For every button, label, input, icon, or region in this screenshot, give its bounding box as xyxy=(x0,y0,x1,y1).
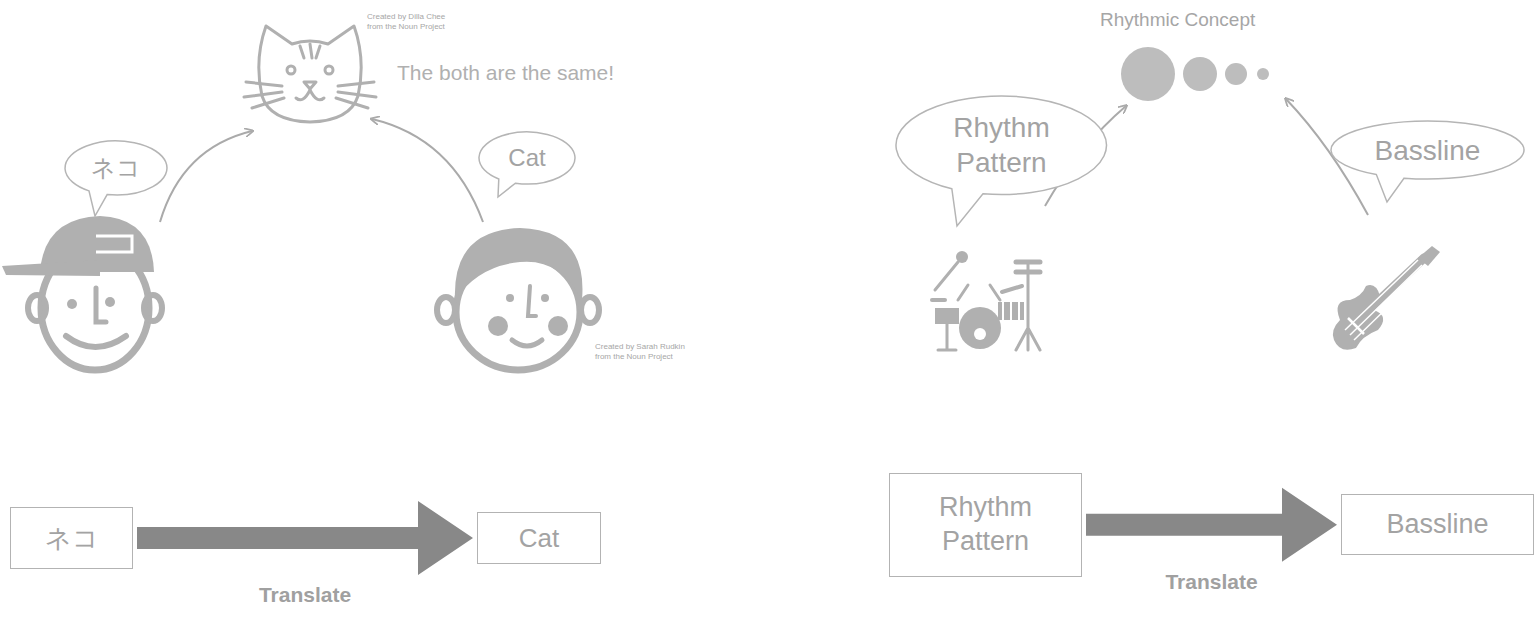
illustration-part xyxy=(66,336,126,347)
illustration-part xyxy=(259,26,361,122)
illustration-part xyxy=(1016,262,1040,272)
illustration-part xyxy=(1225,63,1247,85)
edge-label: Translate xyxy=(1163,570,1259,594)
illustration-part xyxy=(325,66,333,74)
translate-arrow xyxy=(1086,488,1337,562)
illustration-part xyxy=(96,288,106,322)
bass-guitar-icon xyxy=(1333,246,1440,350)
illustration-part xyxy=(1418,246,1440,266)
edge-label: Translate xyxy=(257,583,353,607)
illustration-part xyxy=(958,285,1000,300)
illustration-part xyxy=(1003,302,1019,320)
illustration-part xyxy=(287,66,295,74)
box-text: Rhythm Pattern xyxy=(901,491,1071,559)
cat-icon xyxy=(244,26,376,122)
annotation-text: Rhythmic Concept xyxy=(1100,9,1255,32)
illustration-part xyxy=(300,44,320,58)
bubble-text: Bassline xyxy=(1375,133,1481,168)
illustration-part xyxy=(935,308,959,324)
illustration-part xyxy=(1016,262,1040,350)
illustration-part xyxy=(105,297,115,307)
text-box: ネコ xyxy=(10,507,133,569)
concept-dots xyxy=(1121,47,1269,101)
illustration-part xyxy=(304,82,316,89)
illustration-part xyxy=(244,82,284,108)
illustration-part xyxy=(144,295,162,321)
drum-kit-icon xyxy=(932,251,1040,350)
bubble-text: Cat xyxy=(508,143,545,173)
speech-bubble: Bassline xyxy=(1330,120,1525,180)
text-box: Bassline xyxy=(1341,494,1534,555)
illustration-part xyxy=(2,260,100,276)
illustration-part xyxy=(1257,68,1269,80)
illustration-part xyxy=(296,90,324,100)
bubble-path xyxy=(896,96,1106,226)
illustration-part xyxy=(1183,57,1217,91)
illustration-part xyxy=(1348,318,1364,334)
illustration-part xyxy=(67,299,77,309)
text-box: Cat xyxy=(477,512,601,564)
bubble-path xyxy=(479,132,575,197)
illustration-part xyxy=(28,295,46,321)
illustration-part xyxy=(541,294,549,302)
box-text: Cat xyxy=(519,522,559,555)
pointer-arrow xyxy=(372,119,483,222)
illustration-part xyxy=(437,297,455,323)
illustration-part xyxy=(96,236,132,252)
attribution-note: Created by Dilla Chee from the Noun Proj… xyxy=(367,12,459,31)
illustration-part xyxy=(932,298,945,302)
box-text: ネコ xyxy=(45,522,99,555)
illustration-part xyxy=(998,302,1024,320)
speech-bubble: Rhythm Pattern xyxy=(895,95,1108,196)
text-box: Rhythm Pattern xyxy=(889,473,1082,577)
bubble-outline xyxy=(895,95,1108,196)
speech-bubble: ネコ xyxy=(64,140,168,196)
illustration-part xyxy=(1360,258,1424,318)
illustration-part xyxy=(956,251,968,263)
illustration-part xyxy=(1002,286,1022,292)
illustration-part xyxy=(455,228,583,300)
box-text: Bassline xyxy=(1386,508,1488,542)
illustration-part xyxy=(528,286,536,316)
illustration-part xyxy=(974,328,986,340)
illustration-part xyxy=(1121,47,1175,101)
illustration-part xyxy=(581,297,599,323)
bubble-path xyxy=(1331,121,1524,202)
illustration-part xyxy=(935,262,958,290)
illustration-part xyxy=(938,324,956,350)
illustration-part xyxy=(1345,260,1426,340)
translate-arrow xyxy=(137,501,473,575)
bubble-text: ネコ xyxy=(91,153,141,183)
boy-icon xyxy=(2,216,162,370)
illustration-part xyxy=(548,316,568,336)
illustration-part xyxy=(512,340,542,346)
illustration-part xyxy=(488,316,508,336)
annotation-text: The both are the same! xyxy=(397,60,614,85)
illustration-part xyxy=(336,82,376,108)
illustration-part xyxy=(959,307,1001,349)
pointer-arrow xyxy=(160,131,252,222)
speech-bubble: Cat xyxy=(478,131,576,185)
illustration-part xyxy=(506,294,514,302)
girl-icon xyxy=(437,228,599,370)
bubble-path xyxy=(65,141,167,216)
attribution-note: Created by Sarah Rudkin from the Noun Pr… xyxy=(595,342,699,361)
bubble-text: Rhythm Pattern xyxy=(927,110,1077,180)
